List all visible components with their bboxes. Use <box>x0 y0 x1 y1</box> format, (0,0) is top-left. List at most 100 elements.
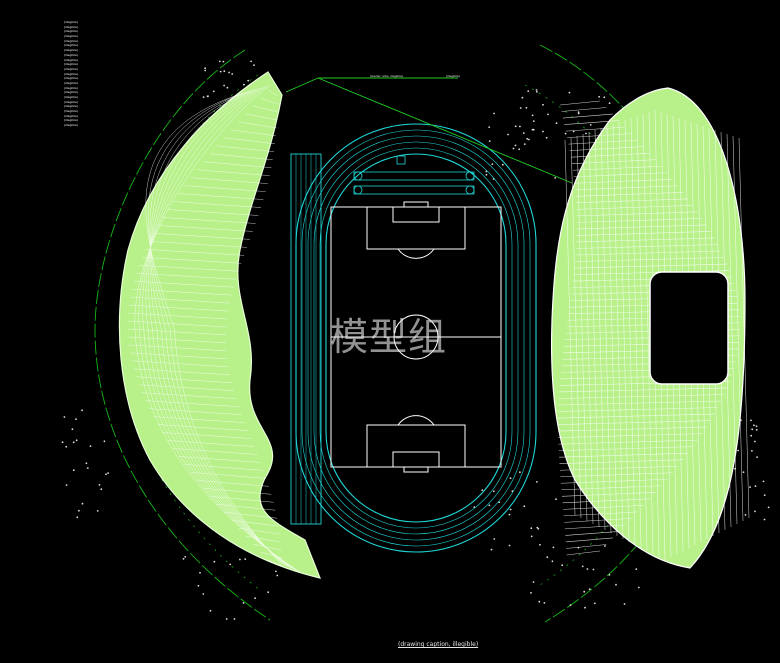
mesh-line <box>570 152 650 158</box>
mesh-line <box>558 394 725 399</box>
mesh-line <box>576 198 689 204</box>
note-line: (illegible) <box>64 34 79 39</box>
grid-point <box>65 445 68 448</box>
mesh-contour <box>138 85 298 572</box>
mesh-line <box>245 535 281 543</box>
grid-point <box>564 132 567 135</box>
grid-point <box>751 428 754 431</box>
mesh-line <box>260 551 283 559</box>
mesh-line <box>558 400 722 406</box>
grid-point <box>96 510 99 512</box>
mesh-line <box>594 129 606 531</box>
grid-point <box>581 565 584 568</box>
mesh-line <box>560 478 668 484</box>
grid-point <box>756 456 758 458</box>
grid-point <box>542 130 544 133</box>
grid-point <box>588 588 591 591</box>
mesh-line <box>572 165 662 171</box>
mesh-line <box>559 452 689 458</box>
note-line: (illegible) <box>64 109 79 114</box>
grid-point <box>218 60 221 63</box>
grid-point <box>763 494 766 496</box>
grid-point <box>61 441 64 444</box>
note-line: (illegible) <box>64 48 79 53</box>
grid-point <box>750 434 753 437</box>
mesh-line <box>145 400 240 407</box>
grid-point <box>754 485 757 487</box>
design-notes: (illegible) (illegible) (illegible) (ill… <box>64 20 136 128</box>
grid-point <box>531 114 534 117</box>
mesh-line <box>606 125 618 537</box>
mesh-contour <box>134 84 301 573</box>
grid-point <box>105 473 107 476</box>
grid-point <box>219 70 222 73</box>
grid-point <box>530 527 533 530</box>
note-line: (illegible) <box>64 123 79 128</box>
grid-point <box>767 506 770 509</box>
mesh-line <box>576 237 715 243</box>
grid-point <box>561 564 564 567</box>
mesh-line <box>574 270 730 275</box>
mesh-line <box>153 233 250 240</box>
note-line: (illegible) <box>64 57 79 62</box>
mesh-line <box>558 446 694 451</box>
mesh-line <box>738 137 750 519</box>
grid-point <box>199 571 201 574</box>
grid-point <box>742 471 745 474</box>
mesh-line <box>149 241 247 248</box>
grid-point <box>488 126 491 128</box>
grid-point <box>568 91 571 94</box>
grid-point <box>65 484 68 486</box>
grid-point <box>518 148 521 151</box>
grid-point <box>514 125 517 128</box>
mesh-line <box>128 312 228 320</box>
grid-point <box>75 439 78 442</box>
grid-point <box>522 132 525 135</box>
watermark-text: 模型组 <box>330 315 448 359</box>
grid-point <box>226 86 229 89</box>
leader-lines <box>285 77 573 184</box>
grid-point <box>184 556 187 558</box>
mesh-line <box>574 263 728 269</box>
grid-point <box>209 609 212 612</box>
grid-point <box>204 67 207 70</box>
mesh-line <box>157 225 253 232</box>
grid-point <box>586 568 589 570</box>
grid-point <box>488 140 491 143</box>
grid-point <box>222 60 225 63</box>
mesh-line <box>130 352 228 360</box>
grid-point <box>598 95 600 98</box>
grid-point <box>213 560 216 563</box>
grid-point <box>233 618 236 620</box>
mesh-line <box>582 133 594 525</box>
grid-point <box>225 618 228 620</box>
mesh-line <box>564 139 576 516</box>
mesh-line <box>142 392 237 399</box>
grid-point <box>490 548 493 551</box>
grid-point <box>508 513 511 516</box>
grid-point <box>509 508 512 511</box>
grid-point <box>528 138 530 141</box>
mesh-line <box>184 185 266 192</box>
grid-point <box>202 593 205 595</box>
mesh-line <box>618 121 630 543</box>
grid-point <box>525 106 528 109</box>
grid-point <box>508 544 511 547</box>
grid-point <box>755 425 758 428</box>
grid-point <box>547 113 549 116</box>
grid-point <box>519 107 522 109</box>
mesh-line <box>576 244 718 249</box>
mesh-line <box>196 169 270 176</box>
mesh-line <box>576 224 707 230</box>
leader-number: (illegible) <box>446 74 461 78</box>
west-grandstand <box>118 71 321 579</box>
mesh-line <box>130 296 230 304</box>
grid-point <box>228 71 231 74</box>
grid-point <box>750 419 752 422</box>
grid-point <box>81 502 84 505</box>
grid-point <box>531 128 534 131</box>
grid-point <box>485 173 488 176</box>
grid-point <box>71 428 74 431</box>
mesh-line <box>612 123 624 540</box>
mesh-line <box>184 464 264 471</box>
